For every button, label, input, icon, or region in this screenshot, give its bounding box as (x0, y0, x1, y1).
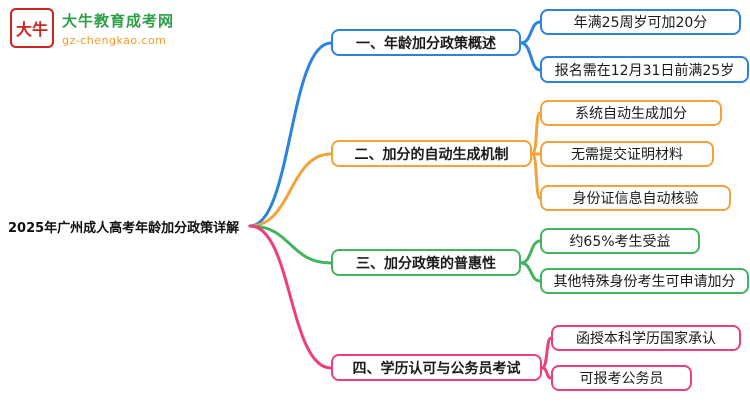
connector-root-branch4 (248, 224, 333, 370)
logo-icon: 大牛 (10, 8, 54, 48)
site-name: 大牛教育成考网 (62, 11, 175, 30)
leaf-node-3-1: 约65%考生受益 (540, 228, 700, 254)
leaf-node-1-1: 年满25周岁可加20分 (540, 9, 741, 35)
connector-branch3-leaf1 (519, 239, 542, 265)
site-url: gz-chengkao.com (62, 33, 167, 47)
connector-branch4-leaf2 (540, 366, 553, 380)
leaf-node-3-2: 其他特殊身份考生可申请加分 (540, 268, 749, 294)
branch-node-2: 二、加分的自动生成机制 (331, 140, 532, 167)
connector-root-branch2 (248, 152, 333, 228)
branch-node-3: 三、加分政策的普惠性 (331, 249, 521, 276)
branch-node-1: 一、年龄加分政策概述 (331, 29, 521, 56)
leaf-node-4-1: 函授本科学历国家承认 (551, 325, 741, 351)
site-logo: 大牛 大牛教育成考网 gz-chengkao.com (10, 8, 174, 48)
connector-root-branch3 (248, 224, 333, 265)
connector-branch1-leaf2 (519, 41, 542, 72)
connector-branch4-leaf1 (540, 336, 553, 370)
connector-branch1-leaf1 (519, 20, 542, 45)
connector-root-branch1 (248, 41, 333, 228)
root-node: 2025年广州成人高考年龄加分政策详解 (8, 220, 240, 236)
connector-branch2-leaf1 (530, 111, 542, 156)
connector-branch3-leaf2 (519, 261, 542, 283)
leaf-node-1-2: 报名需在12月31日前满25岁 (540, 56, 749, 83)
logo-text-block: 大牛教育成考网 gz-chengkao.com (62, 10, 174, 47)
leaf-node-2-1: 系统自动生成加分 (540, 100, 722, 126)
leaf-node-4-2: 可报考公务员 (551, 365, 692, 391)
leaf-node-2-2: 无需提交证明材料 (540, 141, 714, 167)
leaf-node-2-3: 身份证信息自动核验 (540, 185, 731, 211)
branch-node-4: 四、学历认可与公务员考试 (331, 354, 542, 381)
connector-branch2-leaf3 (530, 152, 542, 200)
